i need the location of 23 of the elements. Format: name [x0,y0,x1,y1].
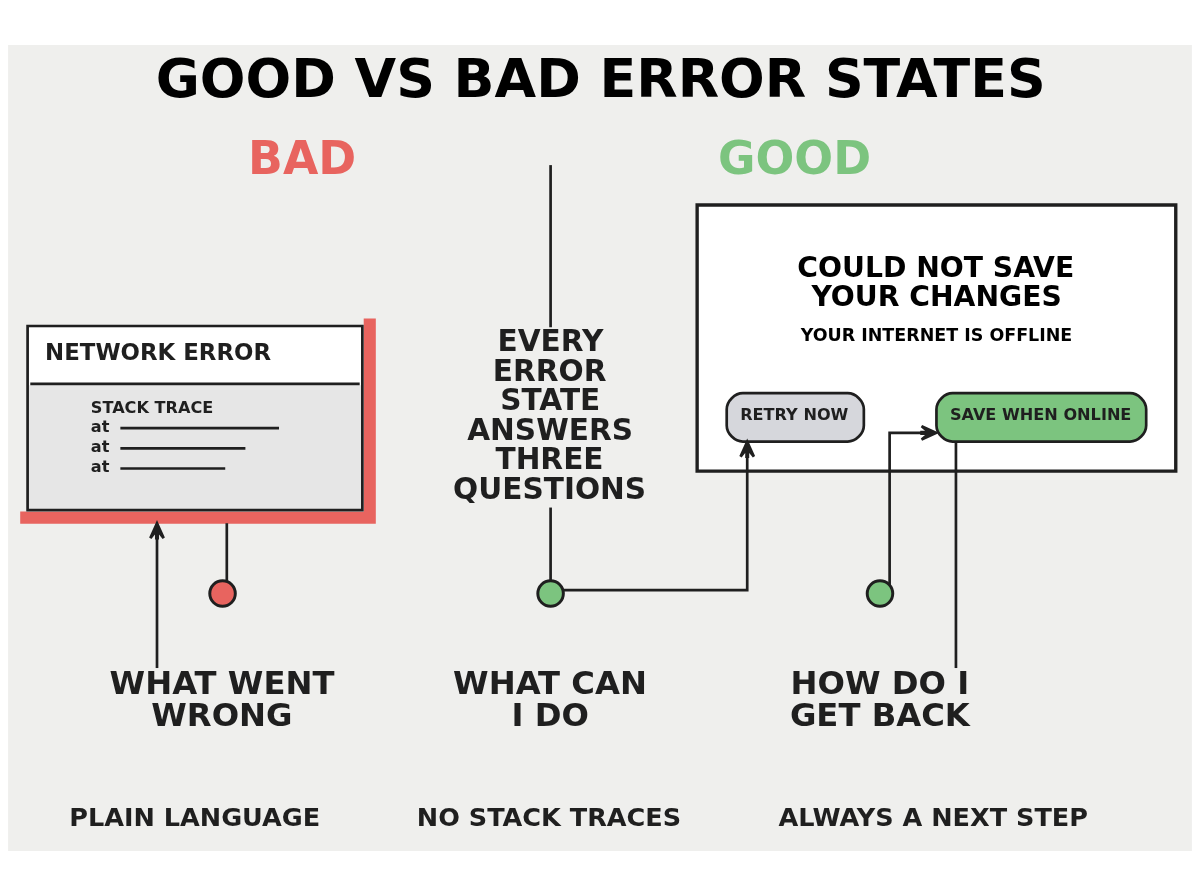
connector [954,442,958,669]
label: PLAIN LANGUAGE [69,802,321,833]
arrow [563,440,756,592]
label: BAD [248,132,357,186]
node-text: WHAT WENT WRONG [109,663,335,735]
label: GOOD [717,132,872,186]
arrow [149,521,165,669]
arrow [888,424,938,585]
node-text: EVERY ERROR STATE ANSWERS THREE QUESTIONS [453,324,647,506]
connector [225,523,229,582]
label: ALWAYS A NEXT STEP [778,802,1089,833]
node-label: WHAT CAN I DO [453,663,647,735]
node-circle [208,579,237,608]
diagram-title: GOOD VS BAD ERROR STATES [155,47,1046,111]
connector [549,165,552,328]
node-box: NETWORK ERROR STACK TRACE at at at [20,318,376,524]
label: NO STACK TRACES [416,802,682,833]
node-text: HOW DO I GET BACK [789,663,970,735]
node-box: RETRY NOW [725,391,866,443]
connector [549,507,552,581]
node-box: SAVE WHEN ONLINE [935,391,1148,443]
node-circle [536,579,565,608]
node-circle [865,579,895,608]
